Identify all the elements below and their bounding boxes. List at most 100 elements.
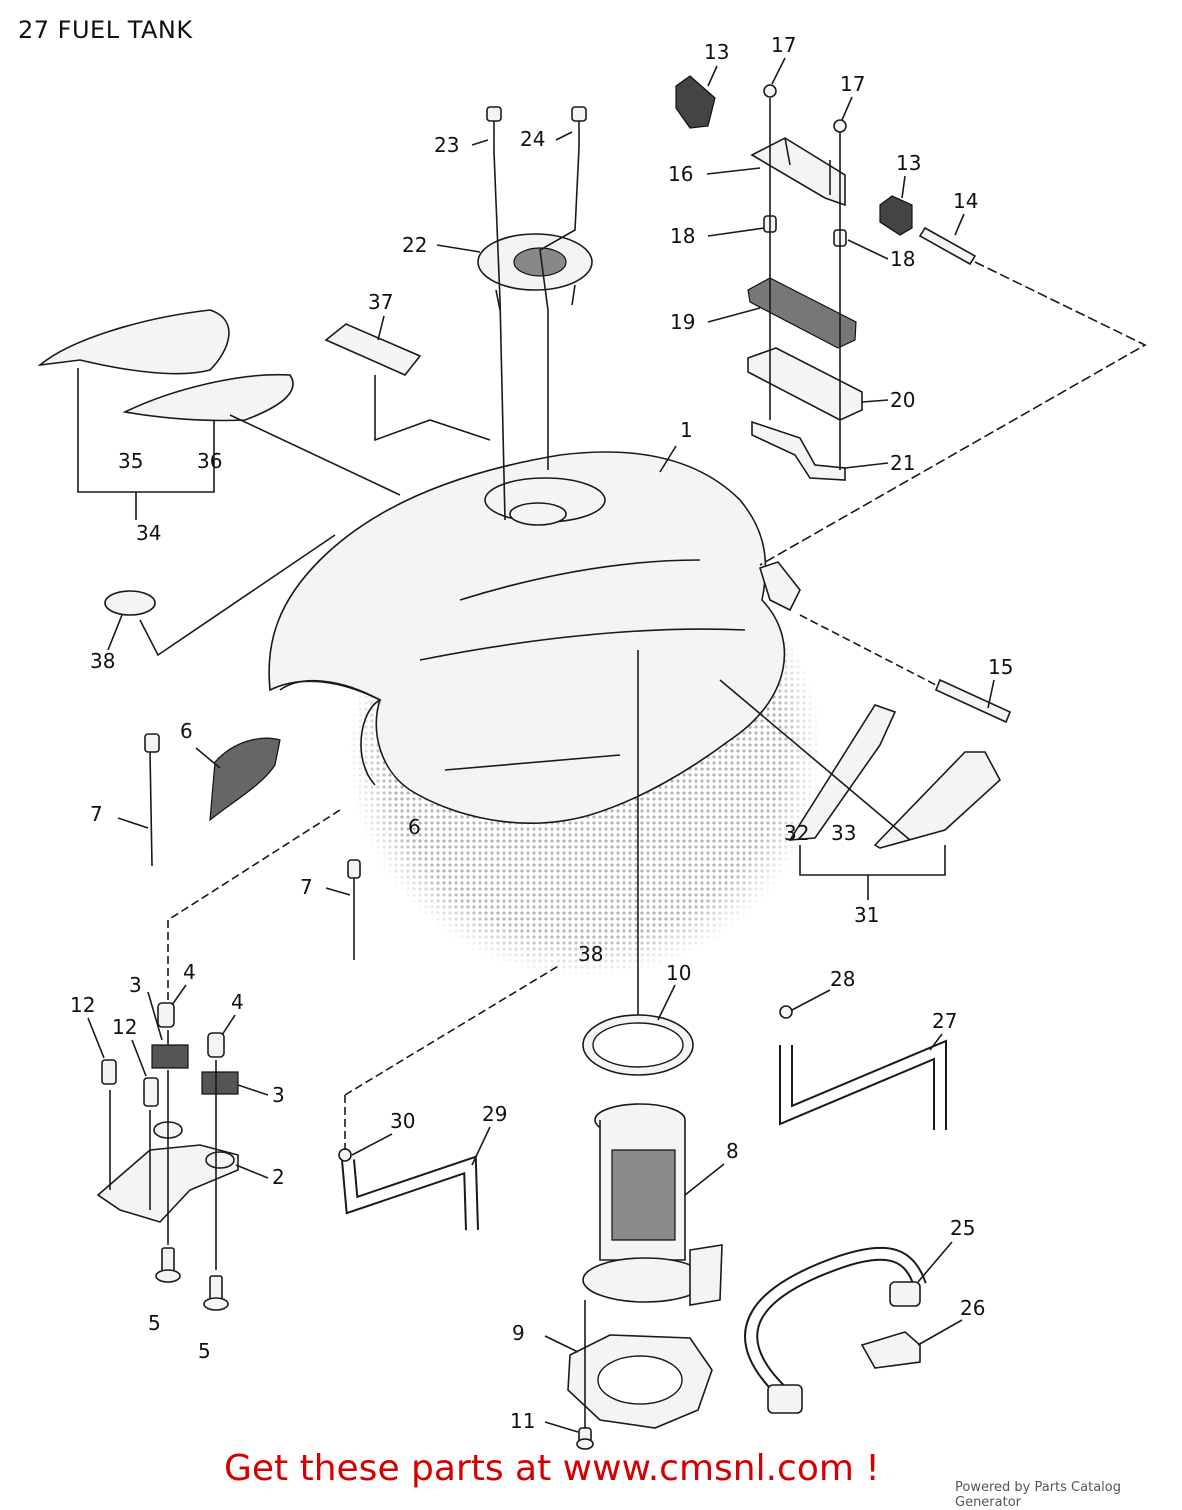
callout-3a: 3: [129, 973, 142, 997]
callout-34: 34: [136, 521, 161, 545]
nut-17-left[interactable]: [763, 84, 777, 98]
side-cover-36[interactable]: [122, 373, 294, 422]
callout-11: 11: [510, 1409, 535, 1433]
callout-5b: 5: [198, 1339, 211, 1363]
leader-bracket-to-tank: [759, 261, 1147, 566]
callout-21: 21: [890, 451, 915, 475]
bolt-23[interactable]: [486, 106, 502, 152]
callout-22: 22: [402, 233, 427, 257]
screw-11[interactable]: [576, 1427, 594, 1450]
callout-6a: 6: [180, 719, 193, 743]
callout-2: 2: [272, 1165, 285, 1189]
callout-38b: 38: [578, 942, 603, 966]
callout-18b: 18: [890, 247, 915, 271]
bolt-5-right[interactable]: [203, 1275, 229, 1311]
damper-13-left[interactable]: [675, 75, 716, 129]
bolt-5-left[interactable]: [155, 1247, 181, 1283]
callout-leaders: [87, 57, 995, 1433]
callout-4b: 4: [231, 990, 244, 1014]
plate-9[interactable]: [567, 1334, 713, 1429]
bolt-15[interactable]: [799, 614, 1012, 724]
leader-bracket-to-tank: [167, 809, 341, 1000]
fuel-tank[interactable]: [268, 451, 801, 824]
callout-29: 29: [482, 1102, 507, 1126]
callout-15: 15: [988, 655, 1013, 679]
hose-29[interactable]: [341, 1155, 479, 1231]
clip-28[interactable]: [779, 1005, 793, 1019]
callout-16: 16: [668, 162, 693, 186]
fuel-pump-8[interactable]: [582, 1103, 723, 1306]
leader-38: [139, 534, 336, 657]
callout-33: 33: [831, 821, 856, 845]
callout-3b: 3: [272, 1083, 285, 1107]
callout-30: 30: [390, 1109, 415, 1133]
promo-link[interactable]: Get these parts at www.cmsnl.com !: [224, 1448, 880, 1489]
callout-7a: 7: [90, 802, 103, 826]
callout-38a: 38: [90, 649, 115, 673]
damper-13-right[interactable]: [879, 195, 913, 236]
holder-26[interactable]: [860, 1331, 921, 1369]
leader-34: [77, 368, 215, 520]
bolt-12-left[interactable]: [101, 1059, 117, 1085]
powered-by-label: Powered by Parts Catalog Generator: [955, 1480, 1121, 1510]
bolt-12-right[interactable]: [143, 1077, 159, 1107]
callout-10: 10: [666, 961, 691, 985]
callout-18a: 18: [670, 224, 695, 248]
label-38[interactable]: [104, 590, 156, 616]
leader-37: [374, 375, 491, 442]
callout-13a: 13: [704, 40, 729, 64]
fuel-cap[interactable]: [477, 233, 593, 311]
emblem-37[interactable]: [324, 323, 422, 376]
callout-12b: 12: [112, 1015, 137, 1039]
callout-labels: 1 2 3 3 4 4 5 5 6 6 7 7 8 9 10 11 12 12 …: [70, 33, 1013, 1433]
bracket-16[interactable]: [750, 137, 846, 207]
callout-7b: 7: [300, 875, 313, 899]
callout-8: 8: [726, 1139, 739, 1163]
collar-4-right[interactable]: [207, 1032, 225, 1058]
bracket-21[interactable]: [751, 420, 846, 481]
callout-25: 25: [950, 1216, 975, 1240]
callout-35: 35: [118, 449, 143, 473]
bolt-24[interactable]: [571, 106, 587, 148]
diagram-title: 27 FUEL TANK: [18, 16, 193, 44]
callout-28: 28: [830, 967, 855, 991]
collar-4-left[interactable]: [157, 1002, 175, 1028]
collar-14[interactable]: [918, 226, 977, 266]
leader-bracket-lines: [109, 1030, 217, 1270]
leader-bracket-vertical: [769, 98, 841, 470]
damper-3-right[interactable]: [201, 1071, 239, 1095]
cover-33[interactable]: [873, 751, 1001, 849]
callout-26: 26: [960, 1296, 985, 1320]
hose-25[interactable]: [744, 1246, 927, 1414]
callout-37: 37: [368, 290, 393, 314]
band-7-lower[interactable]: [347, 859, 361, 960]
callout-20: 20: [890, 388, 915, 412]
callout-32: 32: [784, 821, 809, 845]
plate-20[interactable]: [747, 347, 863, 421]
callout-17b: 17: [840, 72, 865, 96]
side-cover-35[interactable]: [37, 309, 230, 375]
nut-17-right[interactable]: [833, 119, 847, 133]
callout-4a: 4: [183, 960, 196, 984]
callout-13b: 13: [896, 151, 921, 175]
leader-29: [344, 964, 561, 1150]
callout-14: 14: [953, 189, 978, 213]
callout-6b: 6: [408, 815, 421, 839]
damper-3-left[interactable]: [151, 1044, 189, 1069]
callout-5a: 5: [148, 1311, 161, 1335]
cover-32[interactable]: [788, 704, 897, 841]
leader-35-36-to-tank: [229, 414, 401, 496]
callout-27: 27: [932, 1009, 957, 1033]
callout-12a: 12: [70, 993, 95, 1017]
band-7[interactable]: [144, 733, 160, 867]
hose-27[interactable]: [779, 1039, 947, 1130]
leader-cap: [493, 147, 580, 521]
damper-6[interactable]: [209, 737, 281, 822]
callout-36: 36: [197, 449, 222, 473]
leader-31-to-tank: [719, 679, 911, 841]
clip-30[interactable]: [338, 1148, 352, 1162]
callout-19: 19: [670, 310, 695, 334]
callout-1: 1: [680, 418, 693, 442]
leader-31: [799, 845, 946, 900]
